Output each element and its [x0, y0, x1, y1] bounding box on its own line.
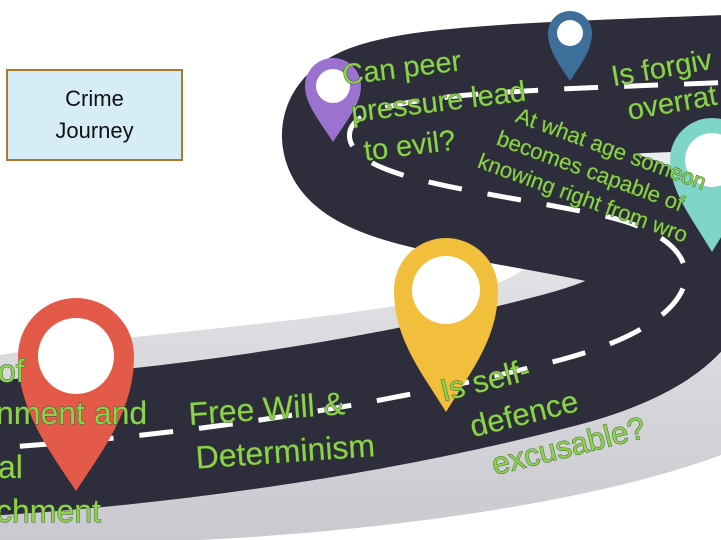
slide-title-line: Journey	[55, 118, 134, 143]
question-line: chment	[0, 493, 101, 529]
map-pin-red-icon	[18, 298, 134, 491]
map-pin-teal-icon	[670, 118, 721, 252]
slide-title-box: Crime Journey	[6, 69, 183, 161]
question-line: al	[0, 449, 23, 485]
lane-marking	[0, 80, 721, 451]
question-line: nment and	[0, 395, 147, 431]
slide-title-line: Crime	[65, 86, 124, 111]
map-pin-yellow-icon	[394, 238, 498, 412]
map-pin-blue-icon	[548, 11, 592, 81]
question-punishment: of nment and al chment	[0, 353, 148, 530]
map-pin-purple-icon	[305, 58, 361, 142]
question-line: of	[0, 353, 25, 389]
